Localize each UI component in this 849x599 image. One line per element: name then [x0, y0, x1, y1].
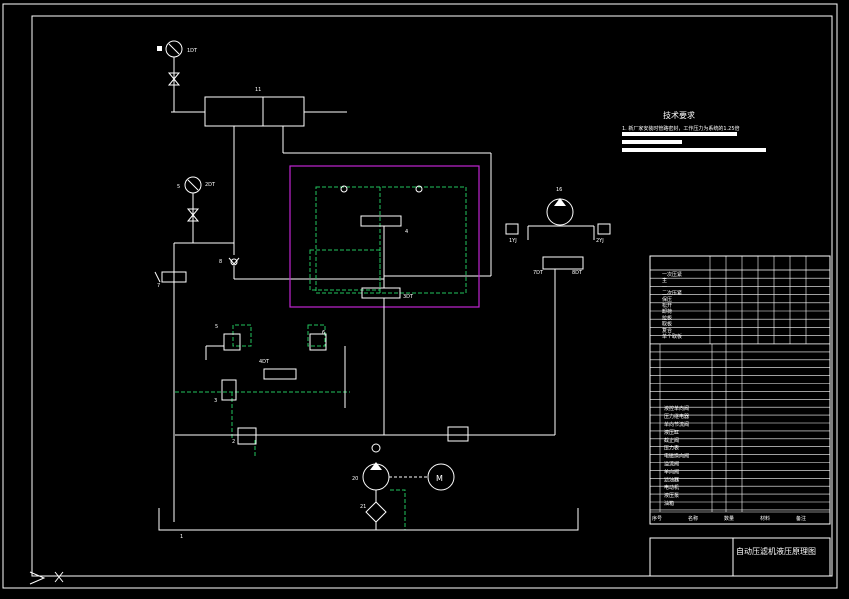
inner-frame	[31, 15, 833, 577]
part-name: 压力表	[664, 445, 679, 452]
manifold-green-lines	[309, 186, 467, 294]
main-cylinder: 11	[171, 87, 347, 127]
label-2: 2	[232, 439, 235, 445]
label-8dt: 8DT	[572, 270, 583, 276]
part-name: 单向阀	[664, 468, 679, 475]
action-row-label: 保压	[662, 296, 672, 303]
motor-label: M	[436, 474, 443, 483]
footer-label: 备注	[796, 515, 806, 522]
part-name: 电动机	[664, 484, 679, 491]
relief-valves	[175, 324, 350, 456]
action-row-label: 取板	[662, 321, 672, 328]
drawing-title: 自动压滤机液压原理图	[736, 546, 816, 556]
label-1dt: 1DT	[187, 48, 198, 54]
footer-label: 名称	[688, 515, 698, 522]
label-4: 4	[405, 229, 408, 235]
label-1: 1	[180, 534, 183, 540]
title-block-frame	[649, 255, 831, 525]
label-7: 7	[157, 283, 160, 289]
label-2yj: 2YJ	[596, 238, 604, 244]
part-name: 截止阀	[664, 437, 679, 444]
label-7dt: 7DT	[533, 270, 544, 276]
oil-tank: 1	[158, 508, 579, 540]
label-3: 3	[214, 398, 217, 404]
title-box: 自动压滤机液压原理图	[649, 537, 831, 577]
action-row-label: 主	[662, 277, 667, 284]
outer-frame	[2, 3, 838, 589]
footer-label: 序号	[652, 515, 662, 522]
label-2dt: 2DT	[205, 182, 216, 188]
action-row-label: 卸荷	[662, 308, 672, 315]
label-6: 6	[322, 330, 325, 336]
action-row-label: 复合	[662, 327, 672, 334]
footer-label: 材料	[760, 515, 770, 522]
tech-requirements: 技术要求 1. 新厂家安装时管路密封，工作压力为系统的1.25倍	[622, 110, 766, 152]
label-11: 11	[255, 87, 261, 93]
part-name: 压力继电器	[664, 413, 689, 420]
action-row-label: 一次压紧	[662, 271, 682, 278]
label-21: 21	[360, 504, 366, 510]
ucs-icon	[29, 571, 64, 585]
action-row-label: 二次压紧	[662, 290, 682, 297]
part-name: 溢流阀	[664, 461, 679, 468]
label-16: 16	[556, 187, 562, 193]
part-name: 液压泵	[664, 492, 679, 499]
label-5b: 5	[215, 324, 218, 330]
action-row-label: 单个取板	[662, 333, 682, 340]
part-name: 单向节流阀	[664, 421, 689, 428]
label-5a: 5	[177, 184, 180, 190]
manifold-valves: 4 3DT	[340, 185, 423, 435]
pump-motor-group: M 20 21	[352, 443, 455, 530]
check-valve-8: 8	[219, 257, 384, 280]
solenoid-valve-7: 7	[154, 243, 187, 522]
footer-label: 数量	[724, 515, 734, 522]
action-row-label: 拉板	[662, 314, 672, 321]
pressure-gauge-left: 5 2DT	[174, 176, 234, 244]
part-name: 油箱	[664, 500, 674, 507]
label-3dt: 3DT	[403, 294, 414, 300]
label-8: 8	[219, 259, 222, 265]
action-row-label: 一	[662, 284, 667, 290]
part-name: 液控单向阀	[664, 405, 689, 412]
action-row-label: 松开	[662, 302, 672, 309]
label-20: 20	[352, 476, 358, 482]
pressure-gauge-top: 1DT	[157, 40, 198, 112]
part-name: 液压缸	[664, 429, 679, 436]
label-4dt: 4DT	[259, 359, 270, 365]
hydraulic-motor-16: 16 1YJ 2YJ 7DT 8DT	[447, 187, 611, 442]
relief-valve-symbols: 5 6 4DT 3 2	[175, 324, 555, 445]
part-name: 滤油器	[664, 476, 679, 483]
part-name: 电磁换向阀	[664, 453, 689, 460]
title-block: 一次压紧主一二次压紧保压松开卸荷拉板取板复合单个取板油箱液压泵电动机滤油器单向阀…	[649, 255, 831, 525]
tech-note: 1. 新厂家安装时管路密封，工作压力为系统的1.25倍	[622, 125, 740, 132]
label-1yj: 1YJ	[509, 238, 517, 244]
tech-heading: 技术要求	[663, 110, 695, 120]
